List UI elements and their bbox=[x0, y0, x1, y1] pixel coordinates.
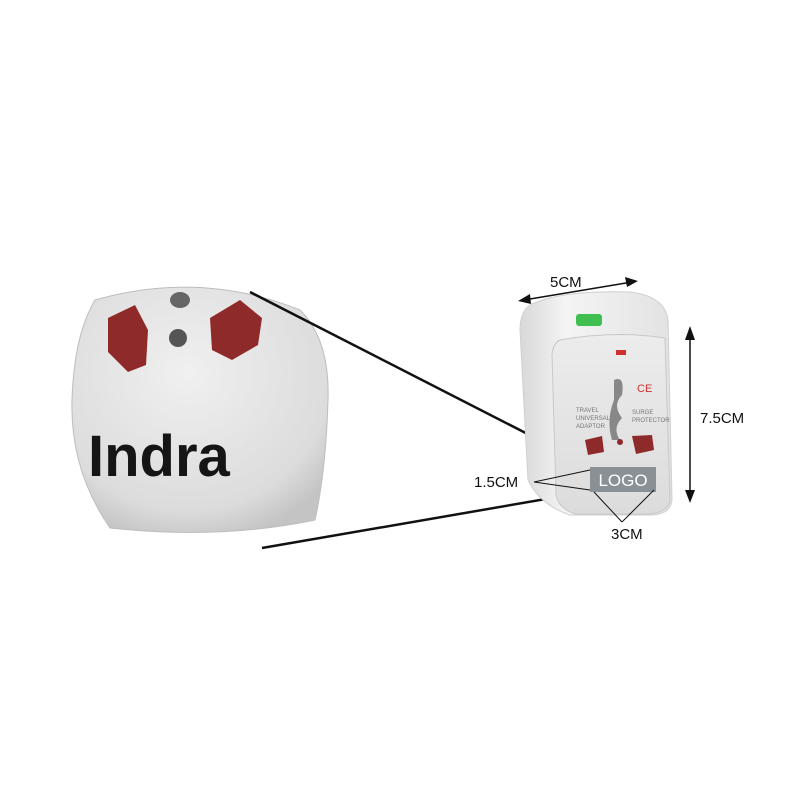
adapter-slot bbox=[609, 379, 623, 440]
label-left-line-1: TRAVEL bbox=[576, 408, 600, 414]
logo-width-leader-right bbox=[621, 489, 655, 523]
label-left-line-3: ADAPTOR bbox=[576, 424, 606, 430]
logo-text: LOGO bbox=[598, 471, 647, 490]
width-arrow-line bbox=[523, 281, 633, 301]
label-right-line-2: PROTECTOR bbox=[632, 418, 670, 424]
dimension-height: 7.5CM bbox=[685, 326, 744, 503]
magnified-socket-left bbox=[108, 305, 148, 372]
width-arrow-right-head bbox=[625, 277, 638, 287]
height-arrow-top-head bbox=[685, 326, 695, 340]
magnified-earth-hole bbox=[169, 329, 187, 347]
logo-width-label: 3CM bbox=[611, 526, 643, 543]
logo-height-label: 1.5CM bbox=[474, 474, 518, 491]
logo-height-leader-bottom bbox=[533, 481, 591, 491]
dimension-width: 5CM bbox=[518, 274, 638, 304]
indicator-light bbox=[616, 350, 626, 355]
magnified-socket-right bbox=[210, 300, 262, 360]
dimension-logo-width: 3CM bbox=[593, 489, 655, 543]
adapter-socket-left bbox=[585, 436, 604, 455]
brand-text: Indra bbox=[88, 424, 231, 489]
width-label: 5CM bbox=[550, 274, 582, 291]
logo-width-leader-left bbox=[593, 491, 623, 523]
label-right-line-1: SURGE bbox=[632, 410, 653, 416]
dimension-logo-height: 1.5CM bbox=[474, 469, 591, 491]
travel-adapter: CE TRAVEL UNIVERSAL ADAPTOR SURGE PROTEC… bbox=[519, 291, 673, 516]
adapter-earth-hole bbox=[617, 439, 623, 445]
height-label: 7.5CM bbox=[700, 410, 744, 427]
ce-mark: CE bbox=[637, 383, 652, 395]
logo-height-leader-top bbox=[533, 469, 591, 483]
label-right: SURGE PROTECTOR bbox=[632, 410, 670, 424]
magnified-logo-view: Indra bbox=[71, 286, 329, 533]
adapter-socket-right bbox=[632, 435, 654, 454]
label-left: TRAVEL UNIVERSAL ADAPTOR bbox=[576, 408, 611, 430]
magnified-slot bbox=[170, 292, 190, 308]
height-arrow-bottom-head bbox=[685, 490, 695, 503]
width-arrow-left-head bbox=[518, 294, 531, 304]
lock-switch bbox=[576, 314, 602, 326]
label-left-line-2: UNIVERSAL bbox=[576, 416, 611, 422]
logo-area bbox=[590, 467, 656, 492]
